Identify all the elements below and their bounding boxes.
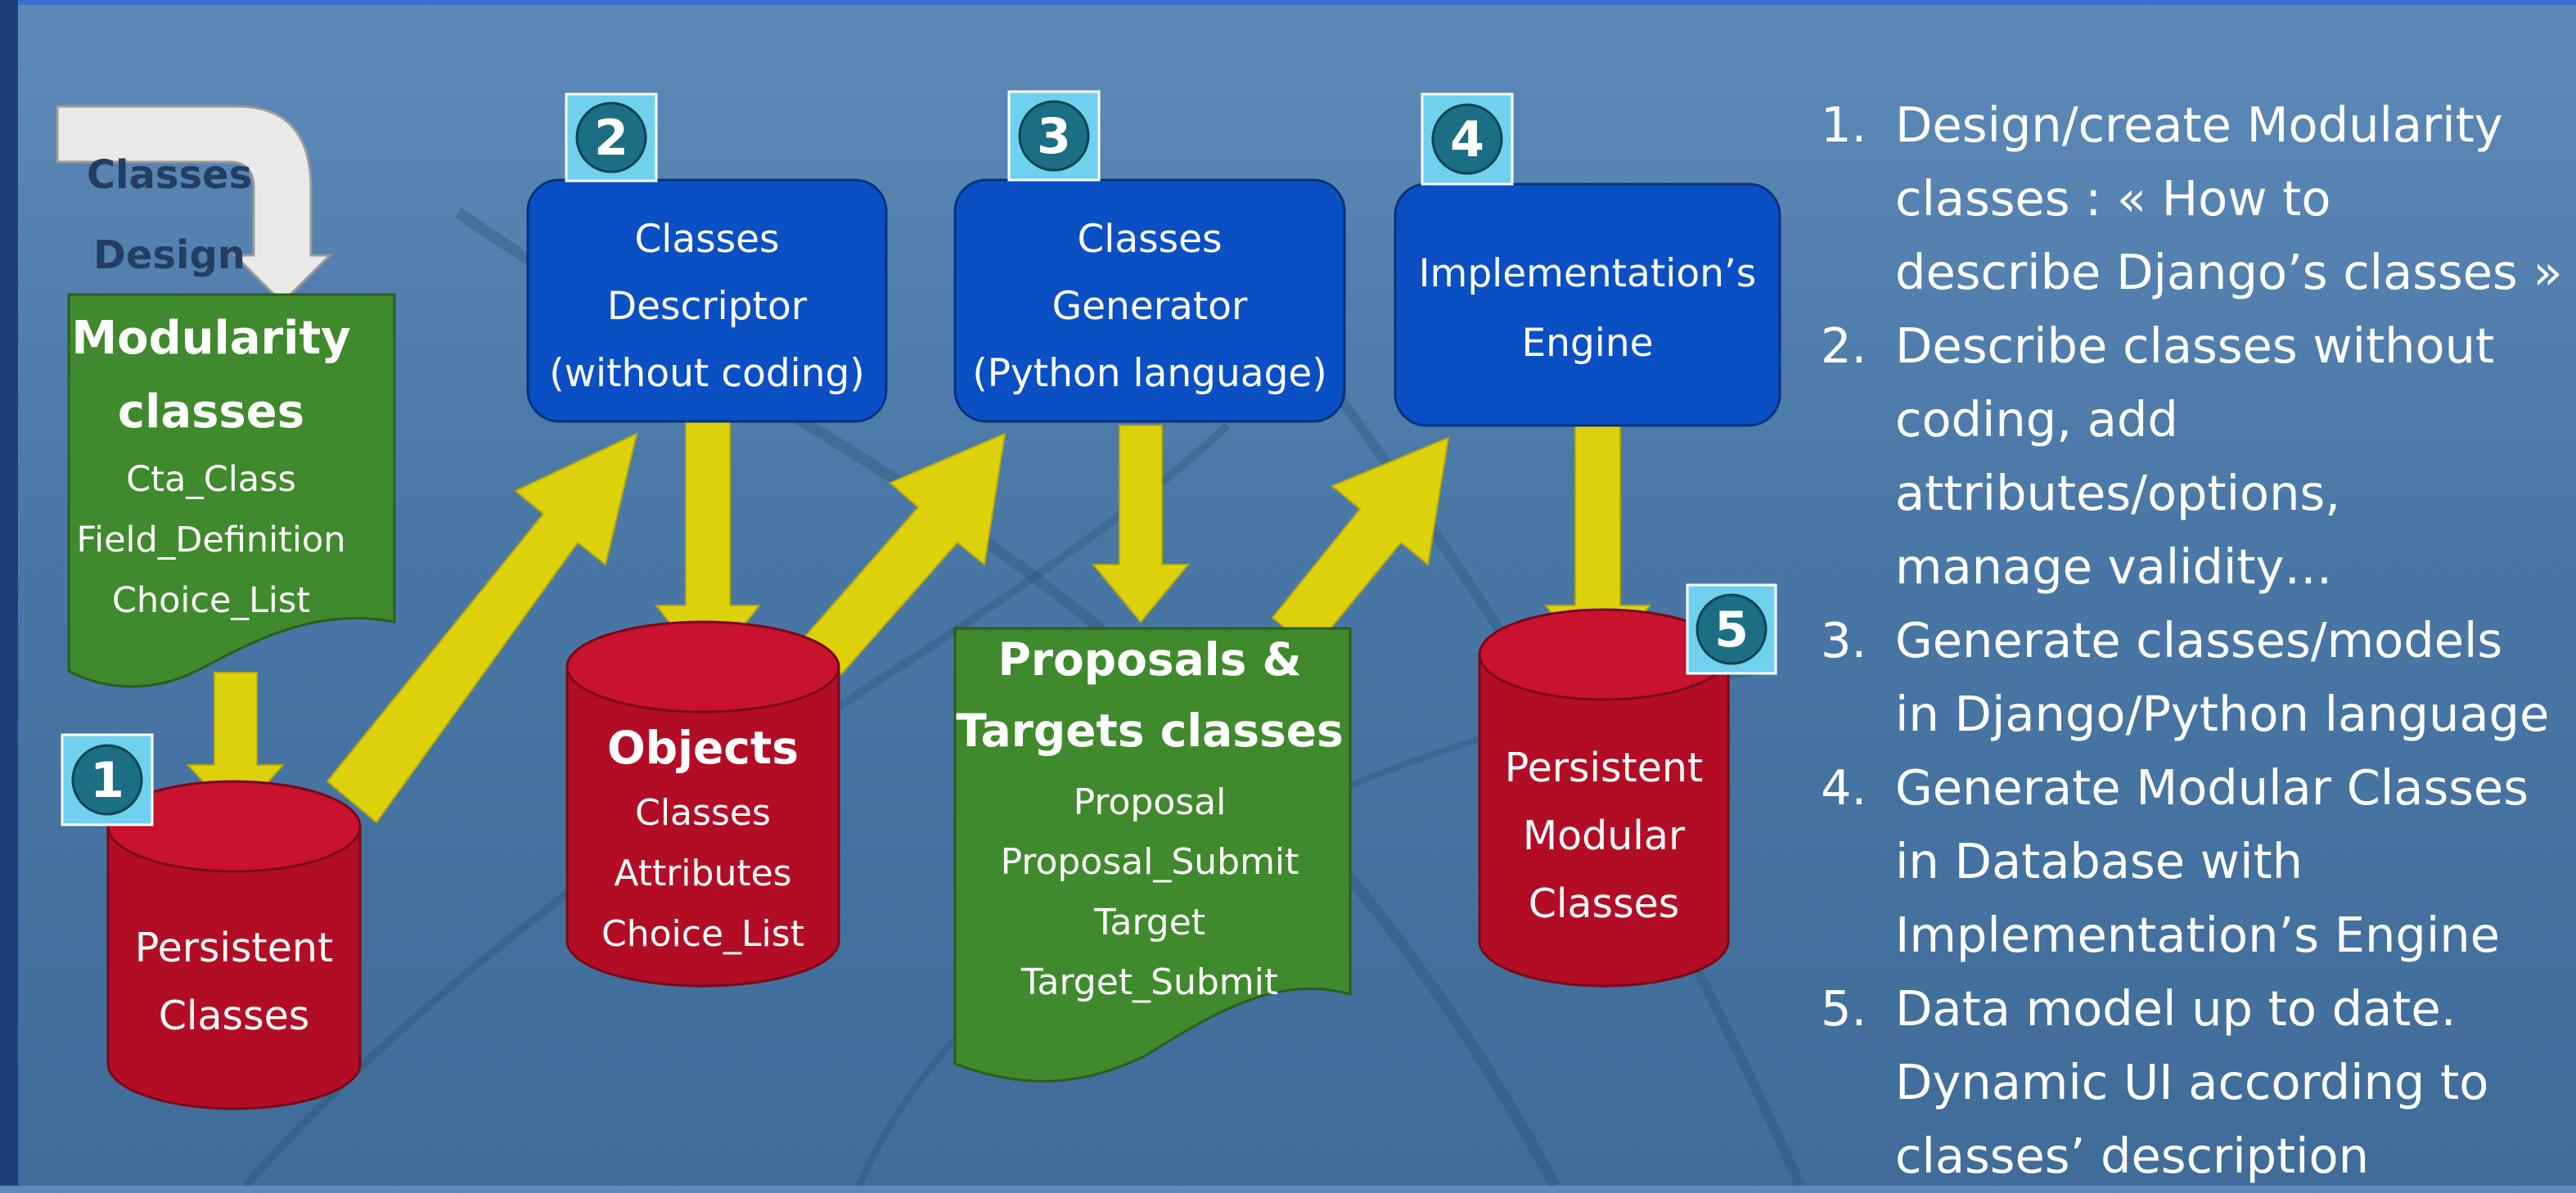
arrow-generator-to-proposals — [1091, 425, 1191, 624]
step-badge-2: 2 — [565, 92, 658, 182]
classes-descriptor-box: Classes Descriptor (without coding) — [526, 178, 888, 423]
modularity-title-2: classes — [118, 385, 304, 439]
step-number: 1. — [1821, 97, 1867, 153]
step-line: Describe classes without — [1895, 317, 2495, 374]
modularity-item: Choice_List — [112, 580, 310, 621]
descriptor-line: Descriptor — [607, 284, 808, 329]
badge-number: 5 — [1714, 601, 1749, 659]
persistent-classes-cylinder: Persistent Classes — [106, 780, 362, 1110]
objects-item: Classes — [635, 792, 771, 834]
step-item-5: 5. Data model up to date. Dynamic UI acc… — [1821, 972, 2565, 1193]
step-item-1: 1. Design/create Modularity classes : « … — [1821, 88, 2565, 309]
modularity-classes-document: Modularity classes Cta_Class Field_Defin… — [67, 293, 396, 688]
modular-line: Modular — [1523, 813, 1686, 859]
step-badge-4: 4 — [1421, 92, 1514, 186]
step-line: classes : « How to — [1895, 170, 2331, 227]
badge-number: 1 — [90, 752, 124, 809]
objects-title: Objects — [607, 722, 799, 774]
persistent-modular-cylinder: Persistent Modular Classes — [1478, 608, 1730, 988]
proposals-item: Proposal_Submit — [1001, 841, 1299, 883]
step-line: Design/create Modularity — [1895, 97, 2503, 153]
badge-number: 2 — [594, 110, 628, 167]
badge-number: 3 — [1037, 108, 1071, 165]
classes-design-label-2: Design — [93, 232, 245, 278]
generator-line: Classes — [1077, 217, 1222, 262]
step-line: manage validity… — [1895, 538, 2333, 595]
descriptor-line: Classes — [634, 217, 779, 262]
persistent-line: Classes — [159, 993, 310, 1039]
generator-line: (Python language) — [972, 351, 1326, 396]
modular-line: Persistent — [1505, 745, 1703, 791]
step-number: 2. — [1821, 317, 1867, 374]
modularity-item: Field_Definition — [77, 520, 346, 560]
modularity-title-1: Modularity — [71, 312, 350, 365]
step-line: classes’ description — [1895, 1128, 2370, 1184]
step-line: attributes/options, — [1895, 465, 2341, 521]
step-line: Implementation’s Engine — [1895, 907, 2500, 963]
step-badge-1: 1 — [61, 733, 154, 826]
step-line: describe Django’s classes » — [1895, 244, 2563, 300]
proposals-title-1: Proposals & — [998, 633, 1302, 686]
step-line: Generate classes/models — [1895, 612, 2503, 669]
arrow-objects-to-generator — [802, 432, 1007, 676]
implementation-engine-box: Implementation’s Engine — [1394, 182, 1781, 427]
objects-item: Choice_List — [601, 913, 804, 955]
step-number: 5. — [1821, 980, 1867, 1037]
engine-line: Implementation’s — [1419, 251, 1757, 296]
arrow-proposals-to-engine — [1271, 436, 1450, 652]
step-item-4: 4. Generate Modular Classes in Database … — [1821, 751, 2565, 972]
proposals-targets-document: Proposals & Targets classes Proposal Pro… — [953, 627, 1352, 1083]
flow-arrows — [186, 421, 1652, 824]
proposals-item: Target_Submit — [1020, 961, 1278, 1003]
step-line: coding, add — [1895, 391, 2178, 448]
arrow-persistent-to-descriptor — [326, 432, 638, 824]
top-accent-bar — [0, 0, 2576, 5]
classes-design-arrow: Classes Design — [56, 105, 333, 305]
step-number: 3. — [1821, 612, 1867, 669]
step-badge-5: 5 — [1686, 583, 1777, 675]
proposals-title-2: Targets classes — [956, 705, 1344, 757]
step-line: in Django/Python language — [1895, 686, 2550, 742]
generator-line: Generator — [1052, 284, 1248, 329]
modularity-item: Cta_Class — [126, 459, 296, 500]
classes-generator-box: Classes Generator (Python language) — [953, 178, 1346, 423]
step-number: 4. — [1821, 759, 1867, 816]
classes-design-label-1: Classes — [87, 152, 252, 198]
engine-line: Engine — [1521, 321, 1653, 366]
step-item-2: 2. Describe classes without coding, add … — [1821, 309, 2565, 604]
proposals-item: Target — [1093, 902, 1205, 943]
step-line: in Database with — [1895, 833, 2303, 889]
descriptor-line: (without coding) — [549, 351, 864, 396]
step-badge-3: 3 — [1007, 90, 1101, 182]
objects-cylinder: Objects Classes Attributes Choice_List — [565, 620, 840, 988]
step-item-3: 3. Generate classes/models in Django/Pyt… — [1821, 604, 2565, 751]
persistent-line: Persistent — [135, 925, 333, 971]
proposals-item: Proposal — [1074, 781, 1227, 823]
objects-item: Attributes — [614, 853, 791, 894]
badge-number: 4 — [1450, 111, 1484, 169]
modular-line: Classes — [1529, 880, 1680, 927]
step-line: Data model up to date. — [1895, 980, 2457, 1037]
steps-description-list: 1. Design/create Modularity classes : « … — [1821, 88, 2565, 1193]
step-line: Generate Modular Classes — [1895, 759, 2529, 816]
left-accent-bar — [0, 0, 18, 1186]
step-line: Dynamic UI according to — [1895, 1054, 2489, 1110]
